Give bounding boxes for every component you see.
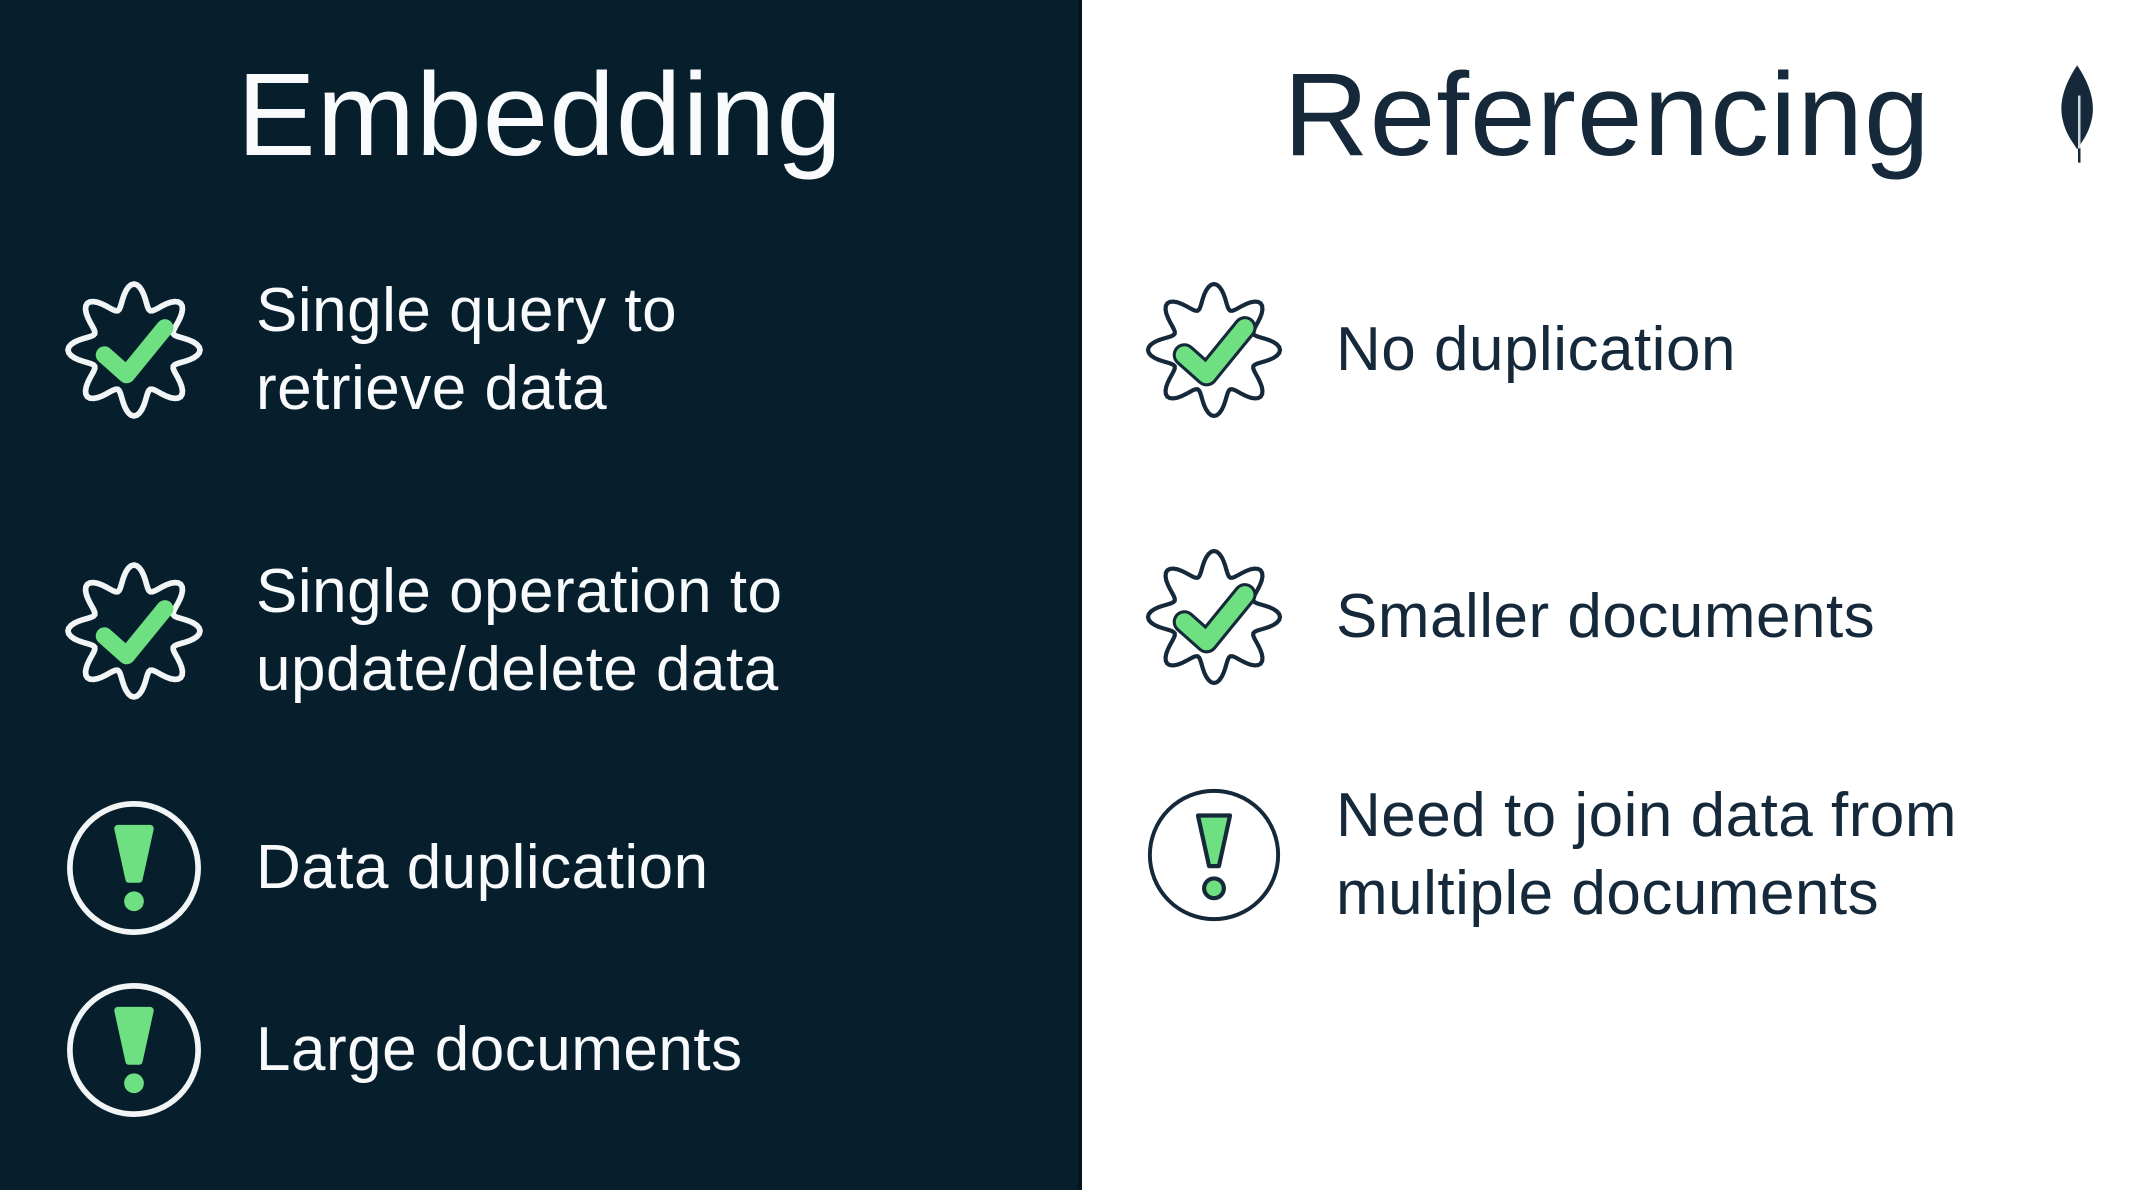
- list-item: Single query to retrieve data: [60, 275, 1070, 425]
- list-item: Need to join data from multiple document…: [1140, 780, 2124, 930]
- list-item: No duplication: [1140, 275, 2124, 425]
- list-item-label: Single operation to update/delete data: [256, 557, 783, 704]
- list-item: Large documents: [60, 975, 1070, 1125]
- referencing-panel: Referencing No duplication Smaller docum…: [1080, 0, 2134, 1190]
- check-badge-icon: [65, 562, 203, 700]
- list-item-label: No duplication: [1336, 315, 1736, 384]
- list-item-label: Data duplication: [256, 833, 709, 902]
- referencing-title: Referencing: [1283, 49, 1931, 181]
- check-badge-icon: [65, 281, 203, 419]
- warning-circle-icon: [1147, 788, 1281, 922]
- list-item-label: Single query to retrieve data: [256, 276, 678, 423]
- warning-circle-icon: [67, 983, 201, 1117]
- list-item: Data duplication: [60, 793, 1070, 943]
- list-item-label: Large documents: [256, 1015, 743, 1084]
- list-item: Smaller documents: [1140, 542, 2124, 692]
- warning-circle-icon: [67, 801, 201, 935]
- panel-divider: [1078, 0, 1082, 1190]
- check-badge-icon: [1145, 281, 1283, 419]
- list-item-label: Need to join data from multiple document…: [1336, 781, 1958, 928]
- check-badge-icon: [1145, 548, 1283, 686]
- embedding-title: Embedding: [237, 49, 843, 181]
- list-item-label: Smaller documents: [1336, 582, 1876, 651]
- list-item: Single operation to update/delete data: [60, 556, 1070, 706]
- mongodb-leaf-icon: [2061, 65, 2093, 163]
- embedding-panel: Embedding Single query to retrieve data …: [0, 0, 1080, 1190]
